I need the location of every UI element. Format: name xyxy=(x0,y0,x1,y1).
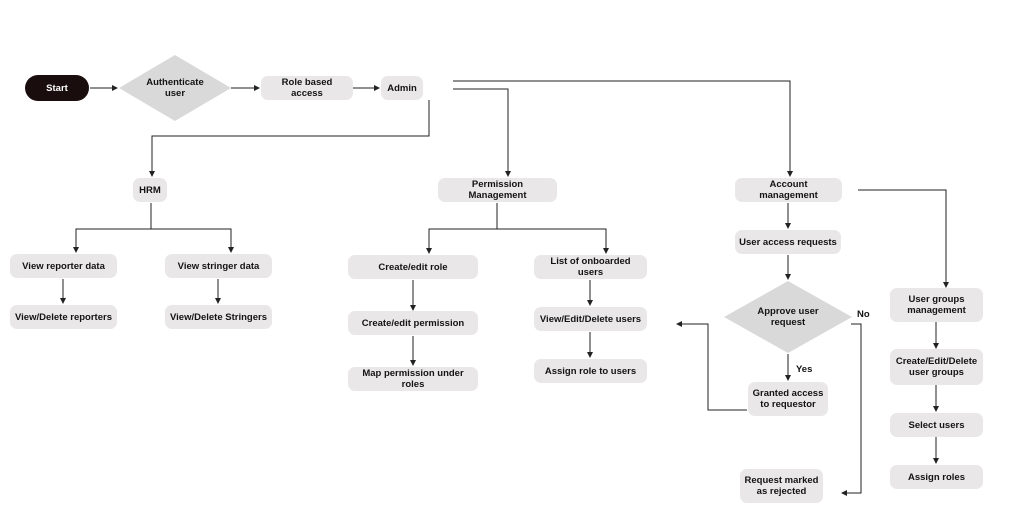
role-based-access-node: Role based access xyxy=(261,76,353,100)
view-reporter-data-node: View reporter data xyxy=(10,254,117,278)
granted-access-node: Granted access to requestor xyxy=(748,382,828,416)
yes-label: Yes xyxy=(796,364,813,375)
edge-admin-hrm xyxy=(149,100,430,177)
assign-role-to-users-node: Assign role to users xyxy=(534,359,647,383)
diamond-shape xyxy=(119,55,231,121)
edge-admin-permission xyxy=(453,88,511,177)
approve-user-request-label: Approve user request xyxy=(757,306,819,328)
view-edit-delete-users-node: View/Edit/Delete users xyxy=(534,307,647,331)
start-node: Start xyxy=(25,75,89,101)
hrm-node: HRM xyxy=(133,178,167,202)
view-delete-stringers-node: View/Delete Stringers xyxy=(165,305,272,329)
admin-node: Admin xyxy=(381,76,423,100)
diamond-shape xyxy=(724,281,852,353)
authenticate-user-label: Authenticate user xyxy=(146,77,204,99)
edge-admin-account xyxy=(453,80,793,177)
assign-roles-node: Assign roles xyxy=(890,465,983,489)
view-delete-reporters-node: View/Delete reporters xyxy=(10,305,117,329)
edge-permission-split xyxy=(428,203,607,253)
user-access-requests-node: User access requests xyxy=(735,230,841,254)
view-stringer-data-node: View stringer data xyxy=(165,254,272,278)
create-edit-role-node: Create/edit role xyxy=(348,255,478,279)
no-label: No xyxy=(857,309,870,320)
create-edit-delete-user-groups-node: Create/Edit/Delete user groups xyxy=(890,349,983,385)
edge-granted-back xyxy=(676,321,747,411)
authenticate-user-decision: Authenticate user xyxy=(119,55,231,121)
create-edit-permission-node: Create/edit permission xyxy=(348,311,478,335)
list-onboarded-users-node: List of onboarded users xyxy=(534,255,647,279)
account-management-node: Account management xyxy=(735,178,842,202)
permission-management-node: Permission Management xyxy=(438,178,557,202)
edge-account-groups xyxy=(858,189,949,288)
map-permission-node: Map permission under roles xyxy=(348,367,478,391)
edge-hrm-split xyxy=(75,203,232,252)
request-rejected-node: Request marked as rejected xyxy=(740,469,823,503)
user-groups-management-node: User groups management xyxy=(890,288,983,322)
edge-approve-rejected xyxy=(841,323,862,496)
select-users-node: Select users xyxy=(890,413,983,437)
approve-user-request-decision: Approve user request xyxy=(724,281,852,353)
